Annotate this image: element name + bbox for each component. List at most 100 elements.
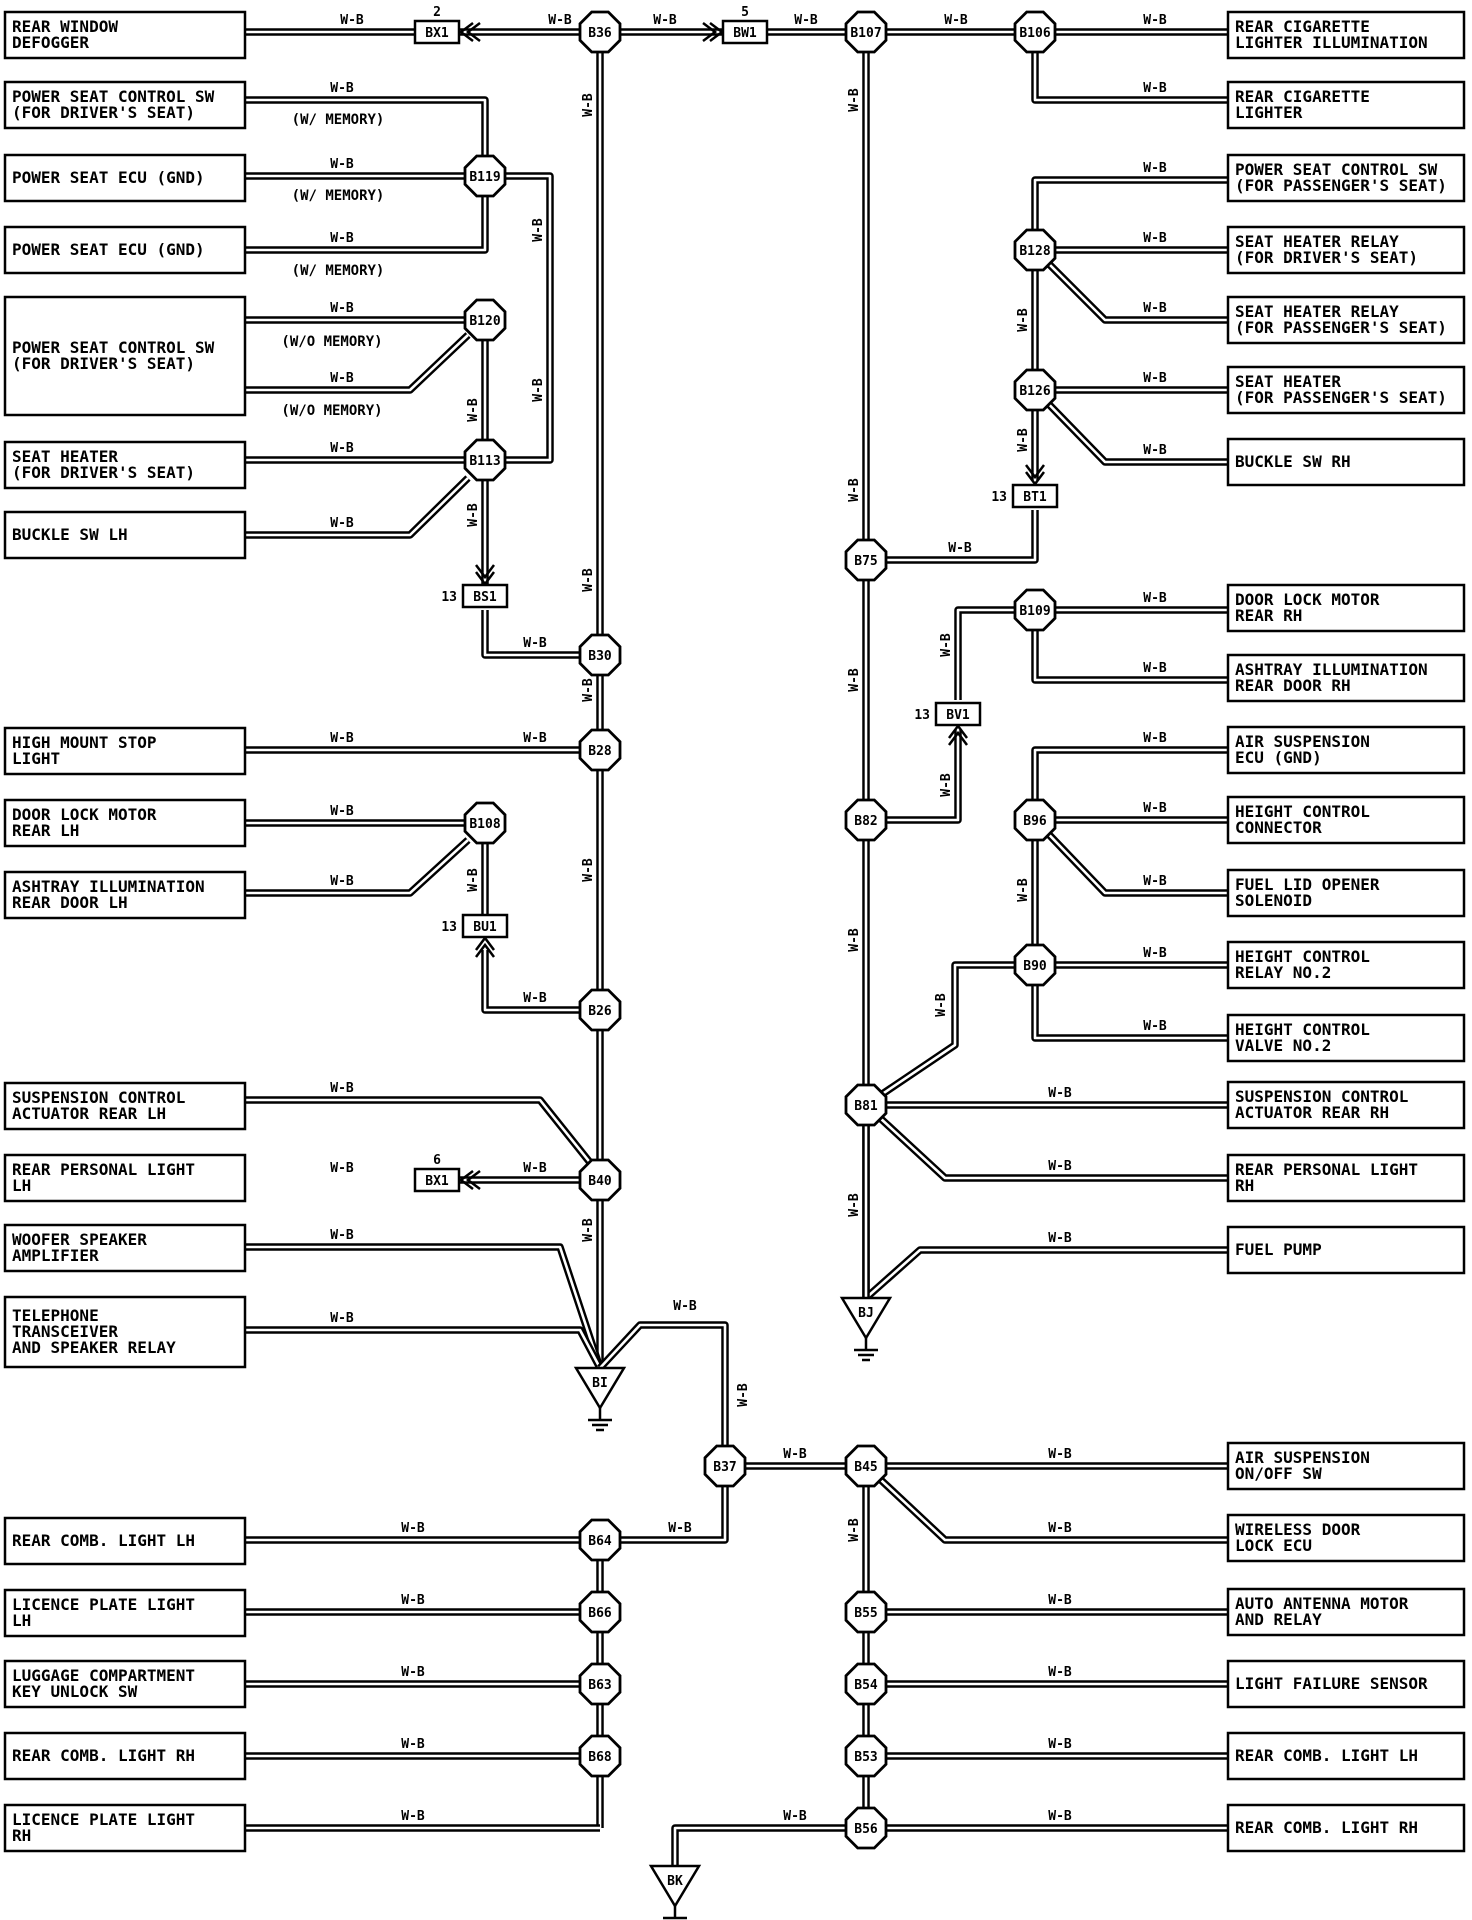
seat-heater-relay-driver-label-1: (FOR DRIVER'S SEAT) (1235, 248, 1418, 267)
wire (245, 1466, 729, 1544)
wire-color-label: W-B (523, 731, 547, 746)
wire-color-label: W-B (847, 478, 862, 502)
power-seat-ecu-gnd-2-label-0: POWER SEAT ECU (GND) (12, 240, 205, 259)
wire-color-label: W-B (847, 928, 862, 952)
wire (245, 837, 471, 897)
power-seat-ecu-gnd-2-box: POWER SEAT ECU (GND) (3, 225, 247, 275)
high-mount-stop-light-label-1: LIGHT (12, 749, 60, 768)
wire-color-label: W-B (934, 993, 949, 1017)
junction-B119-label: B119 (469, 170, 500, 185)
door-lock-motor-rear-lh-label-1: REAR LH (12, 821, 79, 840)
junction-B82: B82 (844, 798, 888, 842)
junction-B36-label: B36 (588, 26, 612, 41)
wire (481, 950, 600, 1014)
power-seat-control-sw-driver-1-label-0: POWER SEAT CONTROL SW (12, 87, 215, 106)
light-failure-sensor-label-0: LIGHT FAILURE SENSOR (1235, 1674, 1428, 1693)
wire (1032, 817, 1228, 897)
wire (954, 606, 1035, 700)
height-control-connector-label-1: CONNECTOR (1235, 818, 1322, 837)
wire-color-label: W-B (1143, 946, 1167, 961)
junction-B45: B45 (844, 1444, 888, 1488)
wire-color-label: W-B (1048, 1447, 1072, 1462)
wire-color-label: W-B (330, 157, 354, 172)
rear-comb-light-rh-box: REAR COMB. LIGHT RH (3, 1731, 247, 1781)
wire-color-label: W-B (581, 1218, 596, 1242)
connector-BX1-bottom-label: BX1 (425, 1174, 449, 1189)
wire (245, 1326, 604, 1370)
ground-BJ-label: BJ (858, 1306, 874, 1321)
wire-color-label: W-B (1143, 301, 1167, 316)
wire-color-label: W-B (330, 804, 354, 819)
junction-B56-label: B56 (854, 1822, 878, 1837)
junction-B108: B108 (463, 801, 507, 845)
wire-color-label: W-B (1143, 874, 1167, 889)
connector-BV1-pin: 13 (914, 708, 930, 723)
wire-color-label: W-B (1143, 371, 1167, 386)
wire (245, 176, 489, 254)
junction-B126-label: B126 (1019, 384, 1050, 399)
connector-BV1-label: BV1 (946, 708, 970, 723)
connector-BT1-label: BT1 (1023, 490, 1047, 505)
wire-color-label: W-B (401, 1521, 425, 1536)
ground-BK: BK (648, 1864, 702, 1920)
buckle-sw-lh-label-0: BUCKLE SW LH (12, 525, 128, 544)
power-seat-ecu-gnd-1-box: POWER SEAT ECU (GND) (3, 153, 247, 203)
wire-color-label: W-B (581, 568, 596, 592)
wire-color-label: W-B (1048, 1231, 1072, 1246)
wire-color-label: W-B (581, 678, 596, 702)
rear-comb-light-lh-label-0: REAR COMB. LIGHT LH (12, 1531, 195, 1550)
wire-color-label: W-B (330, 1081, 354, 1096)
wire-color-label: W-B (330, 1311, 354, 1326)
junction-B54-label: B54 (854, 1678, 878, 1693)
height-control-relay-no2-label-1: RELAY NO.2 (1235, 963, 1331, 982)
connector-BW1-pin: 5 (741, 5, 749, 20)
junction-B109-label: B109 (1019, 604, 1050, 619)
rear-comb-light-rh-2-label-0: REAR COMB. LIGHT RH (1235, 1818, 1418, 1837)
junction-B90-label: B90 (1023, 959, 1047, 974)
wire (245, 1096, 603, 1178)
power-seat-control-sw-driver-2-box: POWER SEAT CONTROL SW(FOR DRIVER'S SEAT) (3, 295, 247, 417)
height-control-relay-no2-label-0: HEIGHT CONTROL (1235, 947, 1370, 966)
wire (866, 510, 1039, 564)
door-lock-motor-rear-rh-label-0: DOOR LOCK MOTOR (1235, 590, 1380, 609)
junction-B109: B109 (1013, 588, 1057, 632)
air-suspension-ecu-gnd-label-0: AIR SUSPENSION (1235, 732, 1370, 751)
wire (863, 1246, 1228, 1301)
junction-B106: B106 (1013, 10, 1057, 54)
buckle-sw-rh-box: BUCKLE SW RH (1226, 437, 1466, 487)
wire (671, 1824, 1228, 1900)
power-seat-control-sw-passenger-label-1: (FOR PASSENGER'S SEAT) (1235, 176, 1447, 195)
wire-color-label: W-B (531, 218, 546, 242)
wire-color-label: W-B (531, 378, 546, 402)
junction-B64: B64 (578, 1518, 622, 1562)
wire-color-label: W-B (1048, 1737, 1072, 1752)
junction-B28-label: B28 (588, 744, 612, 759)
wire-color-label: W-B (466, 868, 481, 892)
wire-color-label: W-B (330, 231, 354, 246)
ashtray-illumination-rear-door-rh-label-0: ASHTRAY ILLUMINATION (1235, 660, 1428, 679)
wire-color-label: W-B (1143, 1019, 1167, 1034)
wire-color-label: W-B (523, 636, 547, 651)
ground-BJ: BJ (839, 1296, 893, 1362)
junction-B53-label: B53 (854, 1750, 877, 1765)
power-seat-ecu-gnd-1-label-0: POWER SEAT ECU (GND) (12, 168, 205, 187)
junction-B30: B30 (578, 633, 622, 677)
wire-color-label: W-B (1143, 81, 1167, 96)
wire-color-label: W-B (1143, 161, 1167, 176)
wire-color-label: W-B (1048, 1809, 1072, 1824)
wire-color-label: W-B (939, 773, 954, 797)
junction-B75: B75 (844, 538, 888, 582)
wire-color-label: W-B (401, 1593, 425, 1608)
air-suspension-on-off-sw-label-1: ON/OFF SW (1235, 1464, 1322, 1483)
wire-color-label: W-B (939, 633, 954, 657)
height-control-valve-no2-label-0: HEIGHT CONTROL (1235, 1020, 1370, 1039)
